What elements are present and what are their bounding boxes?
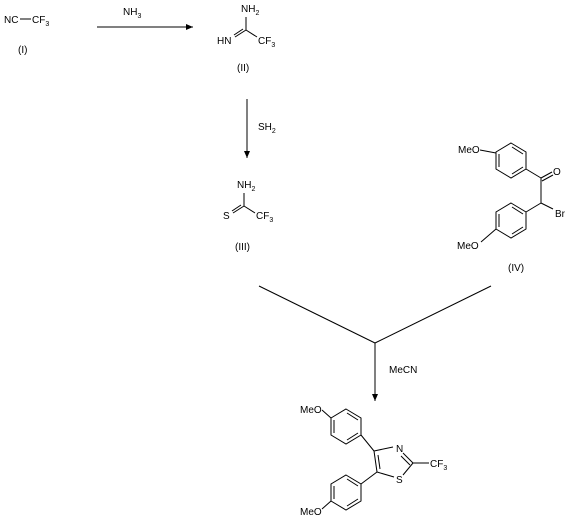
c2-cf3-label: CF3 (258, 36, 275, 49)
c5-bond-n-c2-1 (402, 452, 414, 464)
c5-bond-ome-bottom (321, 500, 332, 510)
c2-nh2-label: NH2 (241, 4, 259, 17)
c5-n-label: N (396, 444, 403, 455)
compound-4: MeO O Br MeO (IV) (457, 142, 566, 274)
c4-number: (IV) (508, 263, 524, 274)
c4-ring-bottom-db1 (511, 206, 524, 215)
c4-meo-bottom-label: MeO (457, 241, 479, 252)
c3-s-label: S (223, 211, 230, 222)
compound-2: NH2 HN CF3 (II) (217, 4, 275, 74)
c5-ring-bottom-db2 (346, 498, 359, 507)
c4-bond-ring-carbonyl (525, 168, 542, 179)
c2-bond-imine-1 (234, 29, 247, 38)
c5-bond-c2-s (402, 462, 414, 476)
c5-bond-ring-c4 (360, 434, 375, 452)
compound-1: NC CF3 (I) (4, 15, 49, 56)
c5-meo-bottom-label: MeO (300, 507, 322, 518)
c4-bond-ome-top (479, 149, 497, 154)
c5-ring-top (330, 408, 362, 445)
c4-ring-top-db2 (511, 166, 524, 175)
c2-bond-imine-2 (233, 28, 244, 36)
c4-ring-top-db1 (511, 146, 524, 155)
c4-bond-co-2 (541, 174, 554, 182)
c2-bond-cf3 (245, 29, 258, 38)
reagent-step-1: NH3 (123, 7, 141, 20)
c5-meo-top-label: MeO (300, 405, 322, 416)
c3-bond-thione-1 (232, 205, 245, 214)
compound-5-product: MeO N S CF3 MeO (300, 405, 447, 518)
converge-line-left (258, 285, 376, 344)
c3-nh2-label: NH2 (237, 180, 255, 193)
c4-meo-top-label: MeO (458, 145, 480, 156)
c3-bond-cf3 (243, 205, 256, 214)
c4-bond-ch-ring (525, 202, 542, 213)
c4-o-label: O (553, 167, 561, 178)
c3-bond-thione-2 (231, 204, 242, 212)
c3-number: (III) (235, 242, 250, 253)
c1-number: (I) (18, 45, 27, 56)
c1-nc-label: NC (4, 15, 18, 26)
c5-bond-n-c2-2 (400, 455, 411, 466)
c4-br-label: Br (555, 209, 566, 220)
c5-bond-s-c5 (376, 471, 395, 478)
c5-s-label: S (396, 475, 403, 486)
c4-bond-co-1 (540, 171, 553, 179)
converge-line-right (374, 285, 492, 344)
c3-cf3-label: CF3 (256, 211, 273, 224)
c4-ring-top (495, 142, 527, 179)
c5-ring-top-db1 (346, 412, 359, 421)
c4-ring-bottom (495, 202, 527, 239)
c1-cf3-label: CF3 (32, 15, 49, 28)
reagent-step-3: MeCN (389, 365, 417, 376)
c5-bond-c5-c4 (373, 450, 378, 473)
compound-3: NH2 S CF3 (III) (223, 180, 273, 253)
c2-number: (II) (237, 63, 249, 74)
c5-ring-bottom (330, 474, 362, 511)
c5-cf3-label: CF3 (430, 459, 447, 472)
c5-bond-ome-top (321, 409, 332, 419)
c5-bond-c5-c4-inner (377, 454, 381, 470)
c4-ring-bottom-db2 (511, 226, 524, 235)
c5-ring-bottom-db1 (346, 478, 359, 487)
c5-ring-top-db2 (346, 432, 359, 441)
c4-bond-ch-br (540, 202, 554, 210)
c5-bond-c4-n (373, 446, 394, 452)
c2-hn-label: HN (217, 36, 231, 47)
c5-bond-c5-ring (360, 471, 378, 485)
c4-bond-ome-bottom (480, 228, 497, 243)
reagent-step-2: SH2 (258, 122, 276, 135)
